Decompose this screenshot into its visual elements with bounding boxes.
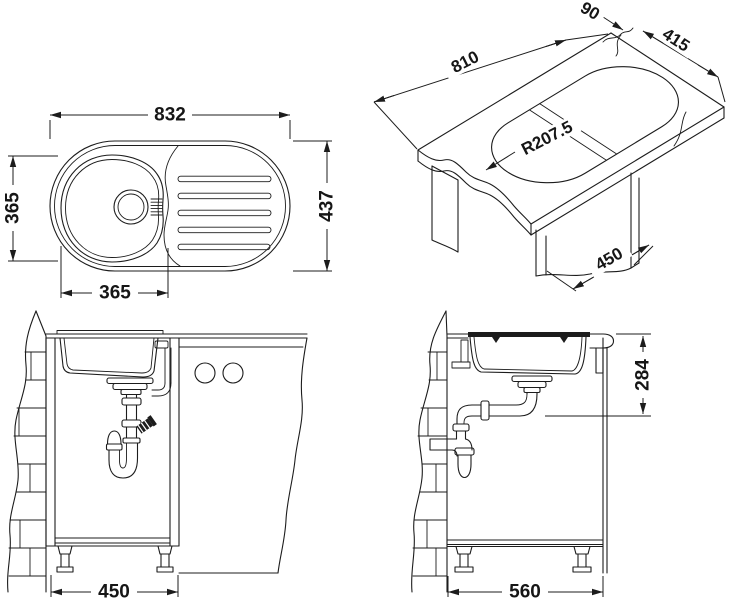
rim-ticks [150, 198, 163, 216]
spigot-valve [136, 415, 157, 434]
drain-hole-outer [113, 189, 149, 225]
isometric-view: 810 90 415 R207.5 [373, 0, 726, 292]
trap-cap-dome [457, 463, 472, 479]
dimension-overall-width: 832 [49, 105, 291, 139]
pipe-collar [121, 397, 142, 406]
pipe-collar [480, 400, 490, 421]
groove [177, 192, 272, 200]
cabinet-feet-side [454, 545, 592, 573]
sink-outline-inner [54, 145, 286, 267]
wall-break-edge [411, 310, 447, 593]
front-installation-view: 450 [7, 310, 308, 600]
front-break-wave [673, 111, 687, 147]
front-bracket [595, 347, 604, 374]
dimension-overall-depth: 437 [293, 140, 338, 272]
brick-courses [412, 351, 448, 577]
top-view: 832 365 437 [3, 105, 338, 304]
sink-cabinet [45, 337, 180, 547]
pipe-collar [122, 437, 141, 444]
dim-label-560: 560 [509, 582, 541, 600]
cabinet-side-panels [431, 165, 640, 277]
dimension-bowl-width: 365 [60, 246, 169, 304]
dim-label-450: 450 [98, 582, 130, 600]
pipe-collar [452, 423, 470, 432]
pipe-collar [454, 447, 475, 456]
dimension-bowl-diameter: 365 [3, 155, 58, 262]
dimension-cabinet-width: 450 [50, 575, 179, 600]
brick-courses [8, 351, 47, 577]
cabinet-feet [56, 545, 174, 573]
drain-flange [106, 377, 154, 385]
dimension-cabinet-depth: 560 [447, 576, 604, 600]
fastening-clip [492, 337, 500, 343]
groove [177, 209, 272, 217]
drain-trap-assembly [105, 340, 172, 479]
sink-rim-section [468, 332, 590, 337]
sink-bowl-outer [60, 154, 164, 263]
counter-nose [587, 333, 615, 349]
trap-cap-dome [106, 430, 122, 445]
brick-wall [7, 310, 47, 593]
dim-label-365-left: 365 [3, 192, 24, 224]
groove [177, 226, 272, 234]
drain-hole-inner [117, 193, 145, 221]
pipe-collar [105, 443, 123, 451]
drain-flange [112, 382, 148, 391]
sink-outline-outer [49, 140, 291, 272]
cabinet-hole [194, 362, 216, 384]
break-edge-top [417, 149, 532, 225]
sink-cutout [469, 52, 701, 197]
brick-wall-side [411, 310, 448, 593]
wall-bracket [451, 339, 471, 369]
dim-label-437: 437 [317, 190, 338, 222]
sink-bowl-section-side [469, 336, 587, 375]
drain-collar [120, 388, 142, 396]
groove [177, 243, 271, 251]
countertop-section [45, 330, 308, 339]
adjacent-cabinet [178, 337, 308, 574]
cabinet-hole [222, 362, 244, 384]
cabinet-break-edge [277, 337, 308, 574]
drainboard-boundary [163, 145, 181, 267]
sink-bowl-inner [65, 159, 160, 258]
drain-piping-side [429, 375, 553, 479]
fastening-clip [560, 337, 568, 343]
dimension-edge-offset: 90 [572, 0, 624, 31]
countertop-slab [417, 27, 725, 236]
dim-label-90: 90 [577, 0, 603, 24]
dimension-corner-radius: R207.5 [485, 114, 582, 171]
dim-label-365-bottom: 365 [99, 283, 131, 304]
dim-label-284: 284 [633, 359, 654, 391]
sink-bowl-section [59, 337, 159, 378]
surface-break-wave [615, 34, 622, 57]
dim-label-832: 832 [154, 105, 186, 126]
groove [177, 175, 272, 183]
wall-break-edge [7, 310, 37, 593]
dim-label-r207-5: R207.5 [518, 117, 575, 159]
corner-break-wave [602, 27, 634, 43]
dimension-cabinet-depth-iso: 450 [546, 240, 654, 292]
drainboard-grooves [177, 175, 272, 251]
dimension-sink-depth: 284 [545, 333, 654, 417]
side-installation-view: 284 560 [411, 310, 654, 600]
break-edge-bottom [417, 160, 532, 236]
overflow-pipe [151, 340, 172, 397]
